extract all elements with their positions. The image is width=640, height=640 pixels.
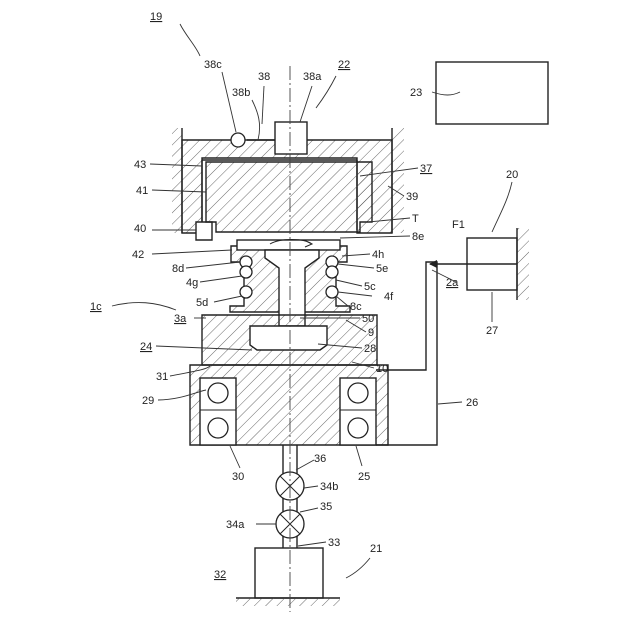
label-8d: 8d <box>172 263 184 275</box>
pin-38c <box>231 133 245 147</box>
label-5c: 5c <box>364 281 376 293</box>
label-28: 28 <box>364 343 376 355</box>
controller-box-23 <box>436 62 548 124</box>
label-2a: 2a <box>446 277 459 289</box>
actuator-wall <box>517 228 529 300</box>
label-8e: 8e <box>412 231 424 243</box>
frame-right <box>392 128 404 233</box>
label-43: 43 <box>134 159 146 171</box>
frame-left <box>172 128 182 233</box>
label-38: 38 <box>258 71 270 83</box>
label-31: 31 <box>156 371 168 383</box>
head-block-41 <box>206 162 372 232</box>
label-36: 36 <box>314 453 326 465</box>
label-41: 41 <box>136 185 148 197</box>
label-5d: 5d <box>196 297 208 309</box>
label-38c: 38c <box>204 59 222 71</box>
label-20: 20 <box>506 169 518 181</box>
ball-4f <box>326 266 338 278</box>
label-50: 50 <box>362 313 374 325</box>
label-4g: 4g <box>186 277 198 289</box>
label-38a: 38a <box>303 71 322 83</box>
ball-25a <box>348 383 368 403</box>
label-34b: 34b <box>320 481 338 493</box>
motor-32 <box>255 548 323 598</box>
label-32: 32 <box>214 569 226 581</box>
label-10: 10 <box>376 363 388 375</box>
label-27: 27 <box>486 325 498 337</box>
ball-25b <box>348 418 368 438</box>
label-8c: 8c <box>350 301 362 313</box>
ball-29b <box>208 418 228 438</box>
label-3a: 3a <box>174 313 187 325</box>
label-42: 42 <box>132 249 144 261</box>
label-4f: 4f <box>384 291 394 303</box>
label-22: 22 <box>338 59 350 71</box>
label-4h: 4h <box>372 249 384 261</box>
ring-40 <box>196 222 212 240</box>
label-19: 19 <box>150 11 162 23</box>
upper-plate <box>237 240 340 250</box>
ground-hatch <box>236 598 340 606</box>
label-35: 35 <box>320 501 332 513</box>
label-30: 30 <box>232 471 244 483</box>
label-5e: 5e <box>376 263 388 275</box>
label-33: 33 <box>328 537 340 549</box>
label-23: 23 <box>410 87 422 99</box>
label-9: 9 <box>368 327 374 339</box>
label-T: T <box>412 213 419 225</box>
label-39: 39 <box>406 191 418 203</box>
label-37: 37 <box>420 163 432 175</box>
label-40: 40 <box>134 223 146 235</box>
label-1c: 1c <box>90 301 102 313</box>
label-34a: 34a <box>226 519 245 531</box>
label-26: 26 <box>466 397 478 409</box>
label-38b: 38b <box>232 87 250 99</box>
label-25: 25 <box>358 471 370 483</box>
label-F1: F1 <box>452 219 465 231</box>
shaft-38 <box>275 122 307 154</box>
label-21: 21 <box>370 543 382 555</box>
recess-28 <box>250 326 327 350</box>
ball-29a <box>208 383 228 403</box>
label-24: 24 <box>140 341 152 353</box>
label-29: 29 <box>142 395 154 407</box>
